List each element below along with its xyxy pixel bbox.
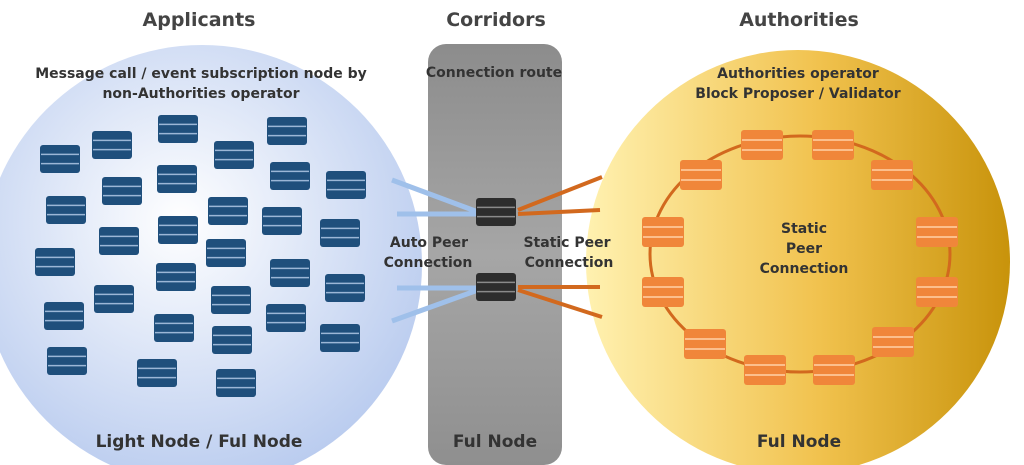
database-server-icon — [916, 217, 958, 247]
authority-node-group — [642, 130, 958, 385]
corridors-zone — [428, 44, 562, 465]
applicants-desc-line2: non-Authorities operator — [102, 86, 299, 102]
corridors-footer: Ful Node — [453, 432, 537, 452]
database-server-icon — [158, 115, 198, 143]
database-server-icon — [99, 227, 139, 255]
database-server-icon — [270, 162, 310, 190]
database-server-icon — [157, 165, 197, 193]
database-server-icon — [214, 141, 254, 169]
authorities-desc-line1: Authorities operator — [717, 66, 879, 82]
database-server-icon — [326, 171, 366, 199]
authorities-center-line1: Static — [781, 221, 827, 237]
authorities-center-line3: Connection — [760, 261, 849, 277]
database-server-icon — [92, 131, 132, 159]
database-server-icon — [44, 302, 84, 330]
database-server-icon — [206, 239, 246, 267]
database-server-icon — [267, 117, 307, 145]
database-server-icon — [680, 160, 722, 190]
authorities-footer: Ful Node — [757, 432, 841, 452]
database-server-icon — [320, 324, 360, 352]
static-peer-label-line1: Static Peer — [523, 235, 610, 251]
database-server-icon — [137, 359, 177, 387]
authorities-heading: Authorities — [739, 9, 859, 31]
corridors-heading: Corridors — [446, 9, 546, 31]
auto-peer-links — [391, 177, 479, 324]
database-server-icon — [642, 277, 684, 307]
database-server-icon — [46, 196, 86, 224]
database-server-icon — [154, 314, 194, 342]
applicants-footer: Light Node / Ful Node — [96, 432, 303, 452]
database-server-icon — [270, 259, 310, 287]
database-server-icon — [744, 355, 786, 385]
database-server-icon — [216, 369, 256, 397]
database-server-icon — [158, 216, 198, 244]
database-server-icon — [741, 130, 783, 160]
applicant-node-group — [35, 115, 366, 397]
database-server-icon — [262, 207, 302, 235]
authorities-zone — [586, 50, 1010, 465]
applicants-desc-line1: Message call / event subscription node b… — [35, 66, 367, 82]
auto-peer-label-line2: Connection — [384, 255, 473, 271]
database-server-icon — [812, 130, 854, 160]
authorities-desc-line2: Block Proposer / Validator — [695, 86, 900, 102]
database-server-icon — [266, 304, 306, 332]
database-server-icon — [476, 198, 516, 226]
database-server-icon — [212, 326, 252, 354]
corridors-desc: Connection route — [426, 65, 562, 81]
database-server-icon — [642, 217, 684, 247]
authority-ring — [648, 134, 952, 374]
database-server-icon — [325, 274, 365, 302]
database-server-icon — [102, 177, 142, 205]
auto-peer-label-line1: Auto Peer — [390, 235, 468, 251]
database-server-icon — [35, 248, 75, 276]
static-peer-links — [517, 175, 603, 319]
corridor-node-group — [476, 198, 516, 301]
database-server-icon — [156, 263, 196, 291]
database-server-icon — [476, 273, 516, 301]
database-server-icon — [916, 277, 958, 307]
database-server-icon — [871, 160, 913, 190]
database-server-icon — [47, 347, 87, 375]
database-server-icon — [208, 197, 248, 225]
database-server-icon — [40, 145, 80, 173]
static-peer-label-line2: Connection — [525, 255, 614, 271]
database-server-icon — [94, 285, 134, 313]
authorities-center-line2: Peer — [786, 241, 822, 257]
database-server-icon — [684, 329, 726, 359]
database-server-icon — [813, 355, 855, 385]
database-server-icon — [320, 219, 360, 247]
applicants-heading: Applicants — [143, 9, 256, 31]
database-server-icon — [872, 327, 914, 357]
database-server-icon — [211, 286, 251, 314]
